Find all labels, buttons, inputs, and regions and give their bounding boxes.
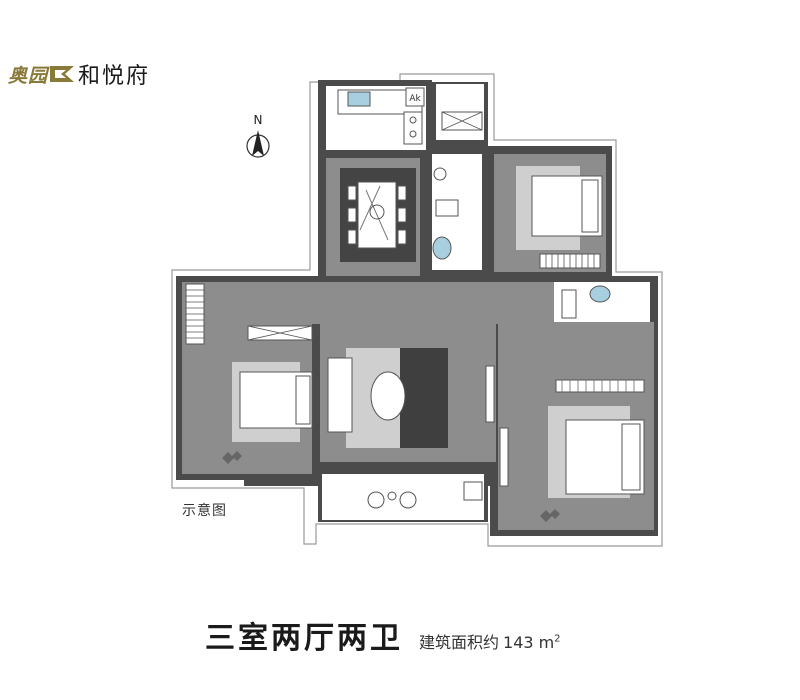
tv-cabinet: [485, 365, 495, 423]
plant-icons: [222, 451, 560, 522]
area-unit-base: m: [538, 633, 555, 652]
brand-mark-icon: [50, 66, 75, 82]
stove-icon: [403, 111, 423, 145]
balcony-chairs: [367, 491, 417, 509]
wardrobe-left: [185, 283, 205, 345]
area-value: 143: [503, 633, 534, 652]
dining-chairs: [347, 185, 407, 245]
schematic-caption: 示意图: [182, 503, 227, 519]
brand-name: 奥园: [8, 64, 49, 87]
corridor-small-floor: [496, 300, 554, 324]
north-compass-icon: N: [246, 113, 270, 158]
radiator-top: [539, 253, 601, 269]
area-unit: m2: [539, 633, 561, 652]
outer-outline: [171, 73, 663, 547]
sink-2-icon: [589, 285, 611, 303]
shower-1: [435, 199, 459, 217]
toilet-1-icon: [433, 167, 447, 181]
footer: 三室两厅两卫 建筑面积约 143 m2: [205, 613, 561, 657]
kitchen-sink: [347, 91, 371, 107]
sofa: [327, 357, 353, 433]
area-label: 建筑面积约: [419, 633, 500, 652]
layout-title: 三室两厅两卫: [205, 621, 403, 656]
appliance-label: Ak: [409, 94, 421, 104]
toilet-2-icon: [561, 289, 577, 319]
coffee-table: [370, 371, 406, 421]
master-side-table: [499, 427, 509, 487]
brand-logo: 奥园 和悦府: [8, 58, 150, 90]
master-wardrobe: [555, 379, 645, 393]
refrigerator: [405, 87, 425, 107]
project-name: 和悦府: [78, 64, 151, 89]
area-unit-sup: 2: [554, 633, 561, 645]
living-rug-dark: [400, 348, 448, 448]
bathtub-1-icon: [432, 236, 452, 260]
washing-machine: [463, 481, 483, 501]
compass-label: N: [254, 113, 263, 127]
